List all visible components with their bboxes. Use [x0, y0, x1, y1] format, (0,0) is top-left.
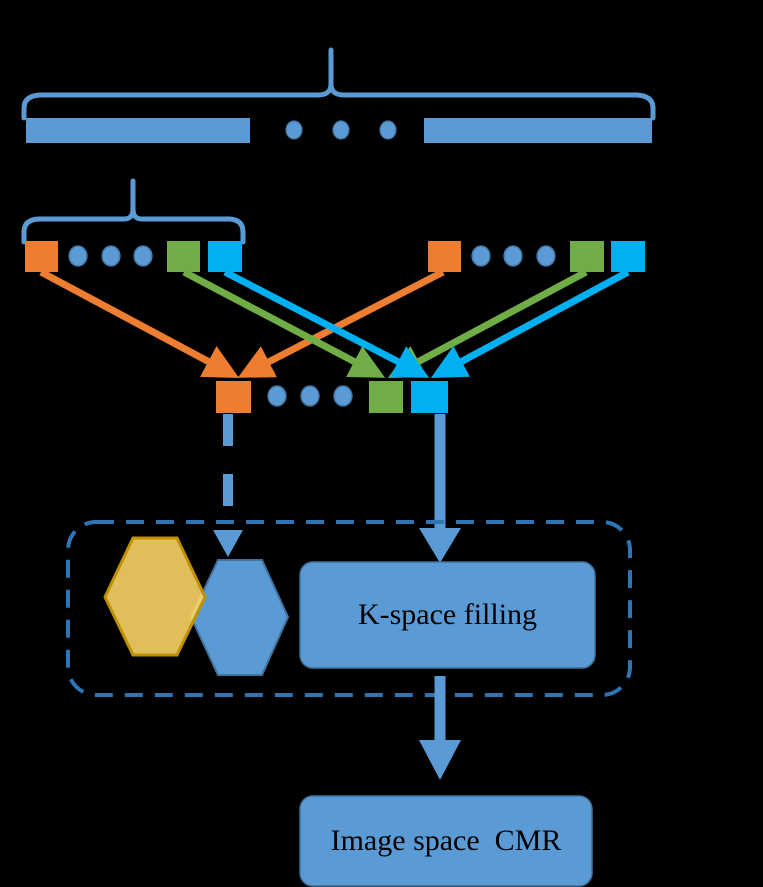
- arrow-group-to-image: [419, 676, 461, 780]
- bar-left: [26, 118, 250, 143]
- arrow-right-green-to-bin: [387, 268, 588, 378]
- bin-orange: [216, 381, 251, 413]
- arrow-bin-orange-down: [213, 414, 243, 557]
- inner-brace: [21, 178, 246, 245]
- arrow-left-cyan-to-bin: [223, 268, 430, 378]
- bin-cyan: [411, 381, 448, 413]
- right-orange: [428, 241, 461, 272]
- arrow-right-cyan-to-bin: [430, 268, 630, 378]
- bin-ellipsis-dots: [267, 385, 353, 407]
- left-group-ellipsis-dots: [68, 245, 153, 267]
- recon-dashed-group: [66, 520, 632, 697]
- outer-brace: [21, 47, 656, 121]
- right-green: [570, 241, 604, 272]
- arrow-left-orange-to-bin: [39, 268, 240, 378]
- kspace-filling-box[interactable]: [299, 561, 596, 669]
- image-space-cmr-box[interactable]: [299, 795, 593, 887]
- arrow-right-orange-to-bin: [237, 268, 445, 378]
- hexagon-blue: [189, 559, 290, 676]
- bar-right: [424, 118, 652, 143]
- arrow-left-green-to-bin: [182, 268, 386, 378]
- top-ellipsis-dots: [285, 120, 397, 140]
- hexagon-yellow: [103, 536, 207, 657]
- right-cyan: [611, 241, 645, 272]
- arrow-bin-cyan-down: [419, 414, 461, 563]
- right-group-ellipsis-dots: [471, 245, 556, 267]
- left-cyan: [208, 241, 242, 272]
- bin-green: [369, 381, 403, 413]
- left-green: [167, 241, 200, 272]
- left-orange: [25, 241, 58, 272]
